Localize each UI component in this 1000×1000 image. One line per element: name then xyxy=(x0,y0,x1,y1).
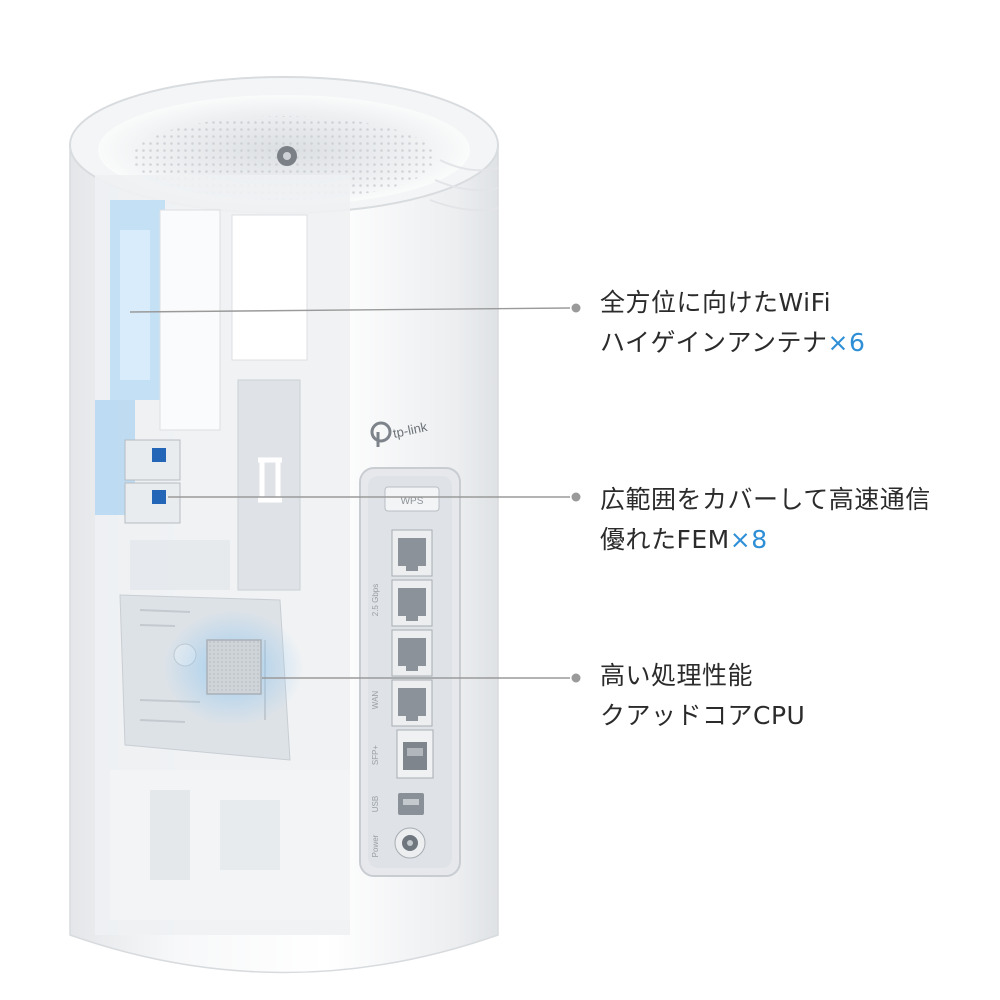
base-structure xyxy=(110,770,350,920)
wan-label: WAN xyxy=(371,691,380,710)
ethernet-port-2[interactable] xyxy=(391,579,433,627)
ethernet-port-3[interactable] xyxy=(391,629,433,677)
wps-label: WPS xyxy=(401,496,424,507)
power-label: Power xyxy=(371,834,380,857)
sfp-label: SFP+ xyxy=(371,745,380,766)
leader-line-2 xyxy=(168,492,581,502)
antenna-boards xyxy=(95,200,165,515)
wps-button[interactable]: WPS xyxy=(384,486,440,512)
callout-antennas-line1: 全方位に向けたWiFi xyxy=(600,288,832,317)
callout-antennas-line2: ハイゲインアンテナ×6 xyxy=(600,323,865,363)
callout-fem-text: 優れたFEM xyxy=(600,525,730,554)
leader-line-3 xyxy=(262,673,581,683)
callout-fem-line2: 優れたFEM×8 xyxy=(600,520,931,560)
callout-antennas-count: ×6 xyxy=(827,328,866,357)
callout-fem-line1: 広範囲をカバーして高速通信 xyxy=(600,485,931,514)
callout-antennas-text: ハイゲインアンテナ xyxy=(600,328,828,357)
top-logo-icon xyxy=(277,146,297,166)
leader-line-1 xyxy=(129,303,581,313)
tp-link-logo: tp-link xyxy=(370,419,430,447)
fem-chips xyxy=(124,439,181,524)
callout-fem-count: ×8 xyxy=(729,525,768,554)
callout-cpu-line1: 高い処理性能 xyxy=(600,661,754,690)
callout-antennas: 全方位に向けたWiFi ハイゲインアンテナ×6 xyxy=(600,283,865,363)
cpu-chip xyxy=(163,610,303,726)
callout-fem: 広範囲をカバーして高速通信 優れたFEM×8 xyxy=(600,480,931,560)
power-port[interactable] xyxy=(394,827,426,859)
callout-cpu-line2: クアッドコアCPU xyxy=(600,701,806,730)
speed-label: 2.5 Gbps xyxy=(371,584,380,616)
internal-cutaway xyxy=(95,175,350,935)
antenna-structures xyxy=(159,209,308,591)
usb-port[interactable] xyxy=(398,793,424,815)
usb-label: USB xyxy=(371,796,380,812)
ethernet-port-4[interactable] xyxy=(391,679,433,727)
callout-cpu: 高い処理性能 クアッドコアCPU xyxy=(600,656,805,736)
ethernet-port-1[interactable] xyxy=(391,529,433,577)
sfp-port[interactable] xyxy=(396,729,434,779)
brand-logo-text: tp-link xyxy=(392,419,430,441)
